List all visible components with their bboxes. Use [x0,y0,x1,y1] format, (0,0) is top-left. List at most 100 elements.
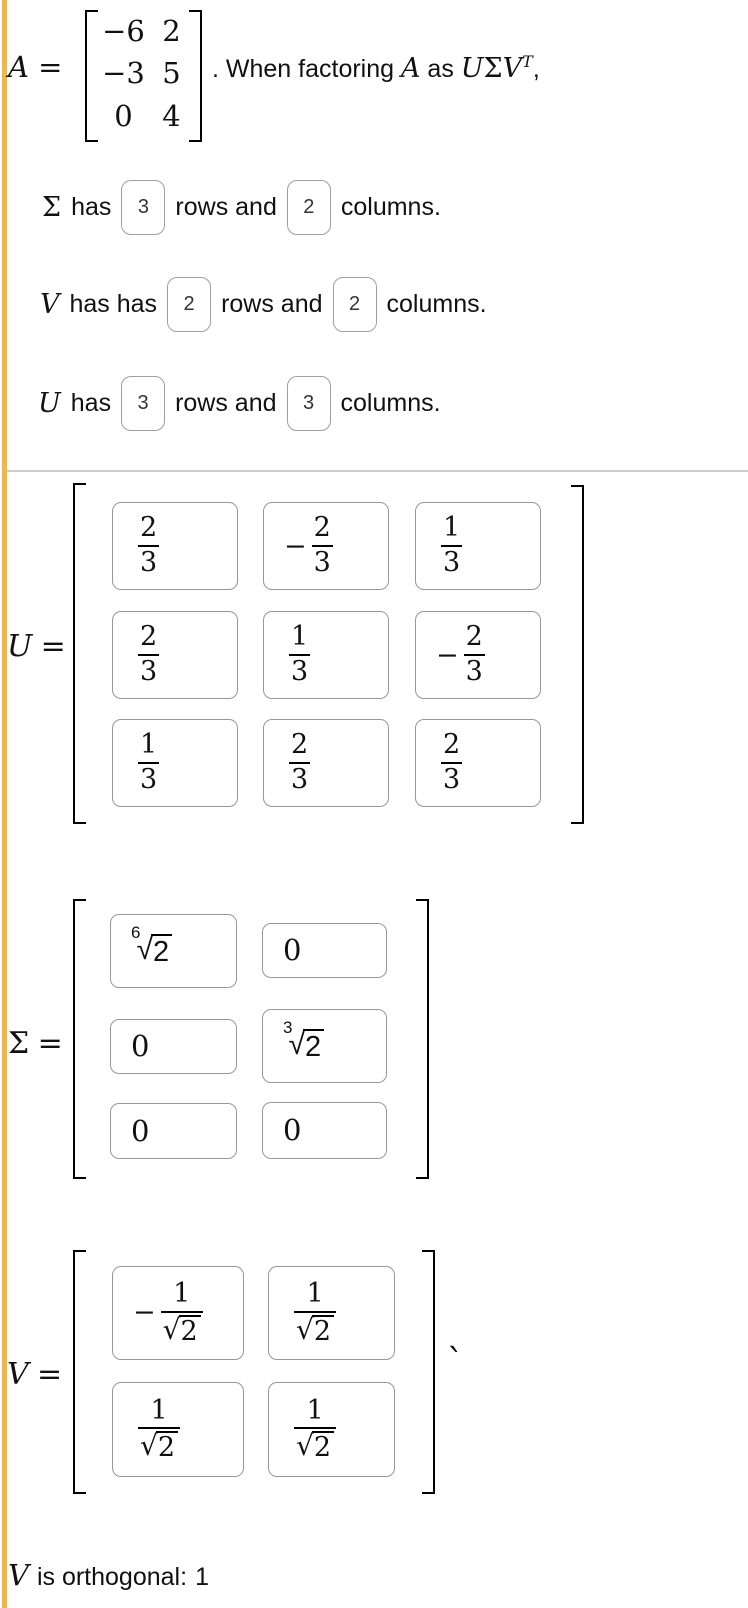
numerator: 1 [306,1278,324,1310]
fraction-bar [294,1310,337,1313]
radicand: 2 [178,1314,201,1346]
matrix-A-bracket-right [189,10,202,142]
matrix-Sigma-cell-input[interactable]: 0 [262,923,387,978]
numerator: 2 [291,729,309,761]
matrix-V-cell-input[interactable]: 1√2 [268,1382,395,1477]
matrix-V-cell-input[interactable]: 1√2 [268,1266,395,1360]
left-accent-border [2,0,7,1608]
question-text: rows and [175,388,277,417]
equals-sign: = [37,1357,63,1392]
equals-sign: = [38,50,63,84]
numerator: 1 [291,621,309,653]
fraction: 1√2 [294,1396,337,1463]
matrix-A-entries: −6 2 −3 5 0 4 [97,10,188,138]
numerator: 2 [140,621,158,653]
denominator: √2 [161,1314,203,1346]
matrix-Sigma-cell-input[interactable]: 0 [262,1102,387,1159]
denominator: 3 [140,547,158,578]
v-cols-input[interactable]: 2 [332,276,377,332]
u-dimensions-line: U has 3 rows and 3 columns. [38,374,441,432]
fraction-bar [138,545,160,547]
matrix-Sigma-cell-input[interactable]: 0 [110,1103,237,1159]
fraction-bar [138,1427,181,1430]
denominator: √2 [138,1431,180,1462]
matrix-Sigma-bracket-left [73,899,86,1179]
nth-root: 3√2 [283,1018,325,1063]
radical-icon: √ [136,933,154,967]
matrix-V-cell-input[interactable]: 1 √2 [112,1382,244,1477]
numerator: 1 [173,1278,191,1310]
radical-icon: √ [140,1429,158,1463]
denominator: 3 [140,656,158,687]
radical-icon: √ [296,1429,314,1463]
var-A: A [8,50,29,84]
radical-icon: √ [296,1312,314,1346]
var-V: V [40,288,60,320]
fraction-bar [311,545,333,547]
matrix-V-cell-input[interactable]: −1√2 [112,1266,244,1360]
matrix-A-label: A = [8,50,63,84]
u-rows-input[interactable]: 3 [121,375,166,431]
fraction-bar [294,1427,337,1430]
fraction: 1 √2 [160,1278,203,1346]
matrix-A-cell: 0 [114,99,133,134]
var-Sigma: Σ [42,191,62,223]
numerator: 1 [150,1394,168,1426]
sigma-cols-input[interactable]: 2 [286,179,331,235]
radicand: 2 [311,1314,335,1346]
question-text: columns. [386,289,487,318]
numerator: 2 [140,512,158,544]
question-text: has [70,388,112,417]
question-text: columns. [340,388,441,417]
orthogonal-value: 1 [195,1563,209,1591]
matrix-Sigma-cell-input[interactable]: 0 [110,1019,237,1074]
radicand: 2 [311,1431,335,1462]
intro-text: . When factoring [212,55,401,83]
intro-sentence: . When factoring A as UΣVT, [212,52,540,85]
denominator: 3 [443,547,461,578]
sigma-dimensions-line: Σ has 3 rows and 2 columns. [42,178,441,236]
var-A: A [400,53,421,84]
minus-sign: − [436,639,459,671]
denominator: √2 [294,1431,336,1462]
numerator: 2 [443,729,461,761]
var-U: U [460,53,484,84]
fraction-bar [138,654,160,656]
matrix-U-label: U = [7,629,66,665]
var-V: V [7,1357,29,1392]
matrix-Sigma-cell-input[interactable]: 3√2 [262,1009,387,1083]
denominator: 3 [313,547,331,578]
denominator: 3 [443,764,461,795]
numerator: 1 [443,512,461,544]
matrix-Sigma-cell-input[interactable]: 6√2 [110,914,237,988]
matrix-U-bracket-right [571,485,584,824]
v-rows-input[interactable]: 2 [167,276,212,332]
minus-sign: − [284,530,307,562]
question-text: columns. [340,192,441,221]
u-cols-input[interactable]: 3 [286,375,331,431]
intro-text: as [420,55,461,83]
denominator: 3 [465,656,483,687]
matrix-Sigma-label: Σ = [8,1026,63,1062]
v-dimensions-line: V has has 2 rows and 2 columns. [40,275,487,333]
fraction-bar [289,654,311,656]
section-divider [7,470,748,472]
matrix-Sigma-answer: Σ = 6√2 0 0 3√2 0 0 [0,899,748,1179]
sigma-rows-input[interactable]: 3 [121,179,166,235]
